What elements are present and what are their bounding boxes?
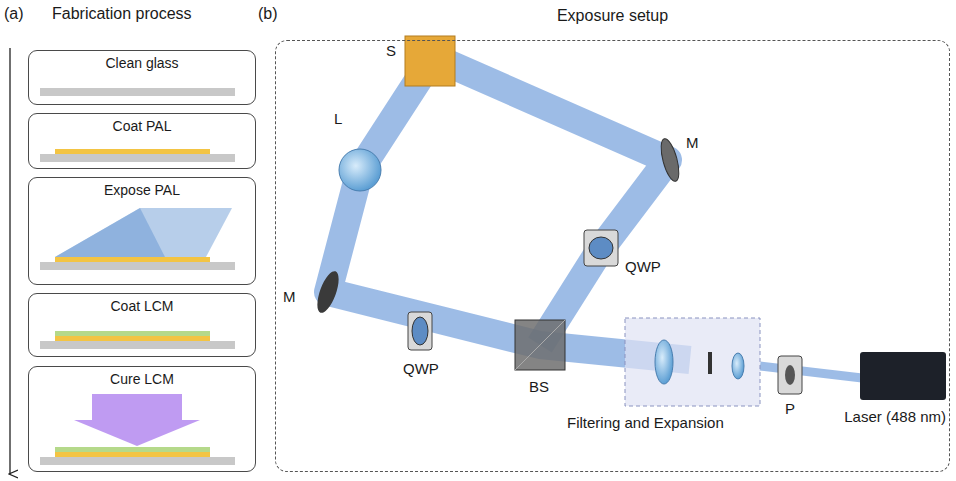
laser-beam bbox=[328, 62, 862, 378]
glass bbox=[40, 88, 235, 96]
glass bbox=[40, 457, 235, 465]
mirror bbox=[658, 137, 683, 183]
beam-splitter bbox=[515, 320, 565, 370]
lcm-layer bbox=[55, 447, 210, 452]
process-step: Clean glass bbox=[28, 50, 256, 105]
laser bbox=[860, 352, 946, 400]
part-name: M bbox=[283, 288, 296, 305]
panel-letter: (a) bbox=[4, 5, 24, 23]
pal-layer bbox=[55, 149, 210, 154]
sample bbox=[405, 36, 455, 86]
step-name: Coat LCM bbox=[29, 298, 255, 314]
quarter-wave-plate bbox=[584, 230, 618, 266]
pal-layer bbox=[55, 452, 210, 457]
glass bbox=[40, 341, 235, 349]
part-name: P bbox=[785, 400, 795, 417]
mirror bbox=[313, 269, 343, 316]
panel-heading: Exposure setup bbox=[276, 7, 949, 25]
process-step: Expose PAL bbox=[28, 177, 256, 285]
part-name: BS bbox=[529, 378, 549, 395]
glass bbox=[40, 262, 235, 270]
polarizer bbox=[778, 356, 802, 394]
quarter-wave-plate bbox=[408, 312, 432, 350]
process-arrow bbox=[9, 48, 10, 474]
part-name: Laser (488 nm) bbox=[844, 408, 946, 425]
step-name: Clean glass bbox=[29, 55, 255, 71]
uv-arrow bbox=[74, 394, 200, 446]
setup-frame: Exposure setup bbox=[275, 40, 950, 472]
step-name: Coat PAL bbox=[29, 118, 255, 134]
process-step: Coat PAL bbox=[28, 113, 256, 169]
process-step: Coat LCM bbox=[28, 293, 256, 357]
part-name: L bbox=[334, 110, 342, 127]
panel-heading: Fabrication process bbox=[52, 5, 192, 23]
exposure-light bbox=[55, 208, 232, 257]
part-name: QWP bbox=[403, 360, 439, 377]
pal-layer bbox=[55, 257, 210, 262]
process-step: Cure LCM bbox=[28, 366, 256, 472]
filter-expander bbox=[625, 318, 760, 406]
lens bbox=[339, 149, 381, 191]
part-name: QWP bbox=[625, 258, 661, 275]
panel-letter: (b) bbox=[258, 5, 278, 23]
part-name: M bbox=[686, 134, 699, 151]
lcm-layer bbox=[55, 331, 210, 336]
glass bbox=[40, 154, 235, 162]
exposure-light bbox=[55, 208, 165, 257]
part-name: Filtering and Expansion bbox=[567, 414, 724, 431]
step-name: Cure LCM bbox=[29, 371, 255, 387]
pal-layer bbox=[55, 336, 210, 341]
part-name: S bbox=[386, 42, 396, 59]
step-name: Expose PAL bbox=[29, 182, 255, 198]
